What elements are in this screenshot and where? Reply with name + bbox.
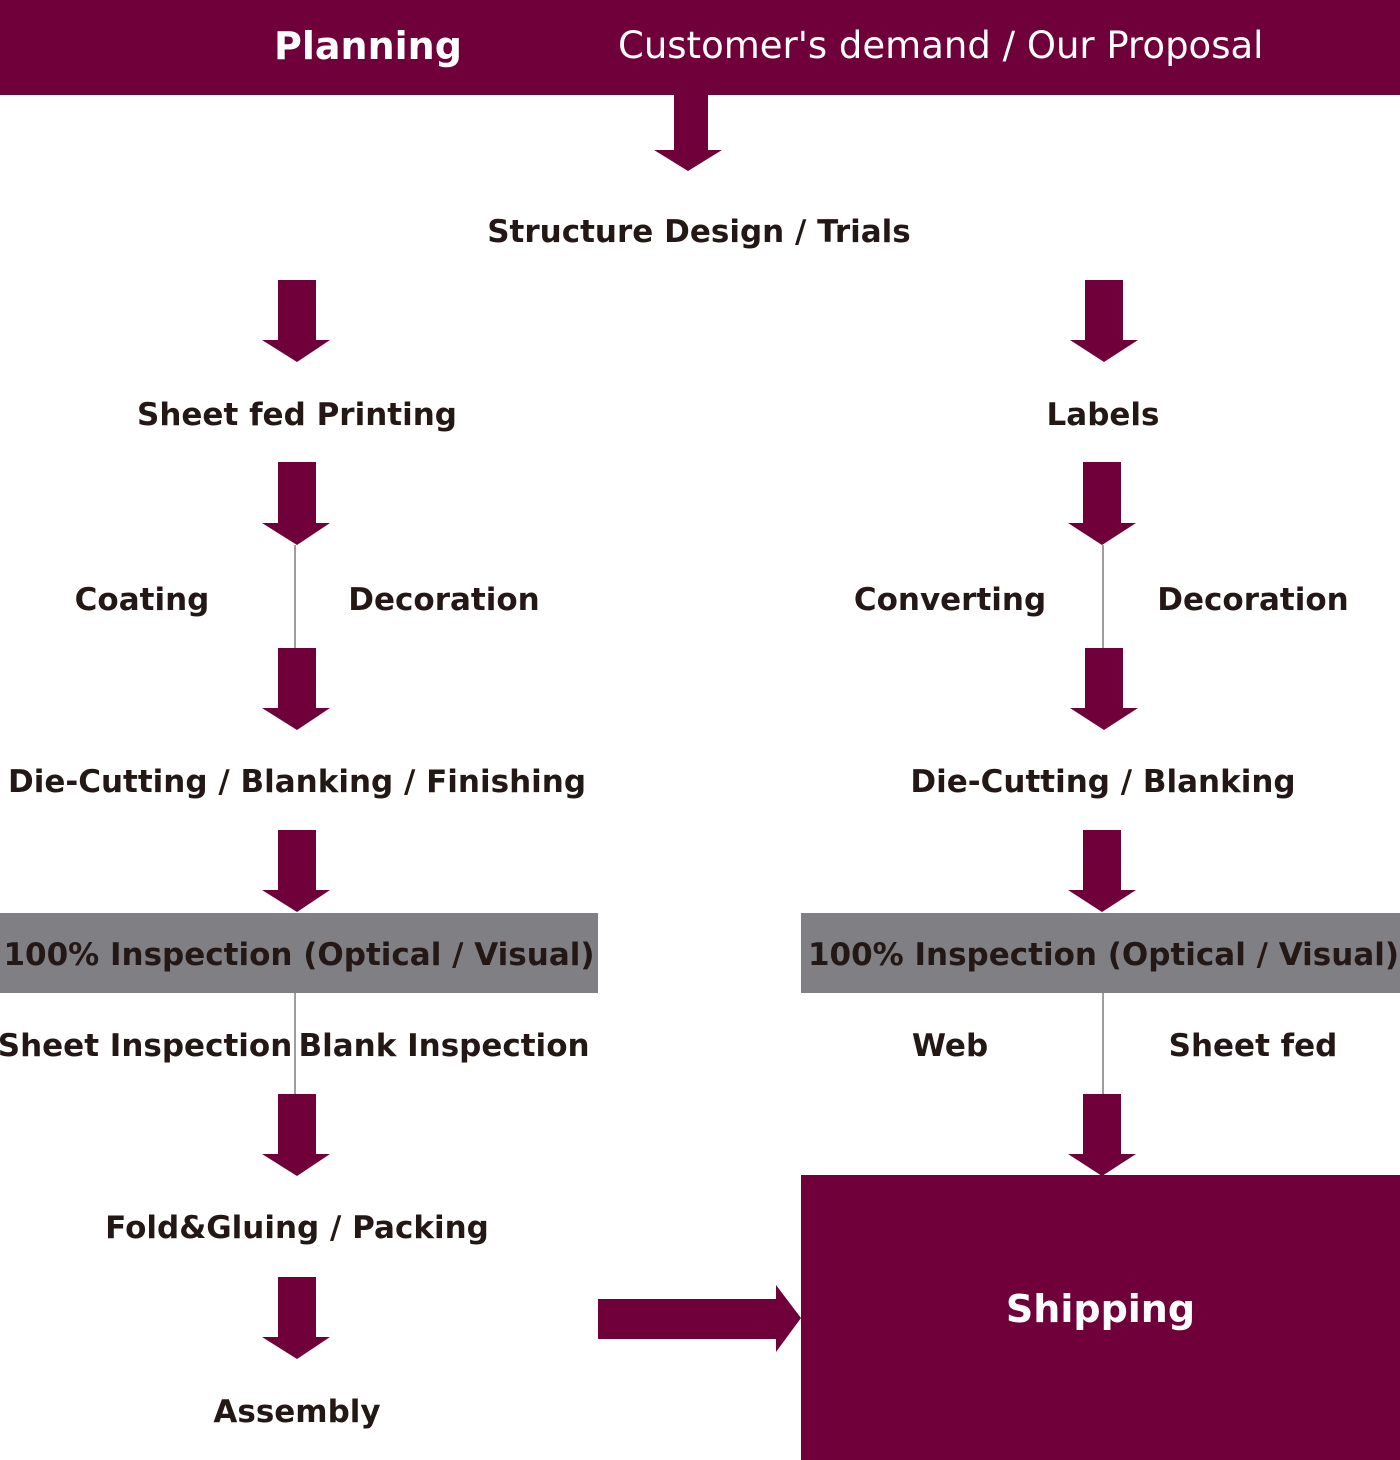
inspection-web: Web xyxy=(911,1028,989,1064)
arrow-down-planning xyxy=(654,95,722,171)
step-assembly: Assembly xyxy=(213,1394,381,1430)
divider-right-inspection xyxy=(1102,993,1104,1094)
option-coating: Coating xyxy=(74,582,210,618)
arrow-down-right-2 xyxy=(1068,462,1136,545)
step-sheet-fed-printing: Sheet fed Printing xyxy=(137,397,457,433)
header-subtitle: Customer's demand / Our Proposal xyxy=(618,24,1264,67)
shipping-label: Shipping xyxy=(1005,1287,1196,1331)
inspection-label-left: 100% Inspection (Optical / Visual) xyxy=(3,937,595,973)
option-decoration-left: Decoration xyxy=(348,582,540,618)
inspection-bar-left: 100% Inspection (Optical / Visual) xyxy=(0,913,598,993)
step-die-cutting-right: Die-Cutting / Blanking xyxy=(910,764,1296,800)
step-labels: Labels xyxy=(1046,397,1160,433)
arrow-down-right-4 xyxy=(1068,830,1136,912)
shipping-box: Shipping xyxy=(801,1175,1400,1460)
arrow-down-left-5 xyxy=(262,1094,330,1176)
option-converting: Converting xyxy=(853,582,1047,618)
step-fold-gluing: Fold&Gluing / Packing xyxy=(105,1210,489,1246)
divider-right-options xyxy=(1102,545,1104,648)
arrow-down-left-3 xyxy=(262,648,330,730)
arrow-down-left-2 xyxy=(262,462,330,545)
arrow-down-left-4 xyxy=(262,830,330,912)
inspection-sheet-fed: Sheet fed xyxy=(1168,1028,1338,1064)
inspection-sheet: Sheet Inspection xyxy=(0,1028,293,1064)
inspection-label-right: 100% Inspection (Optical / Visual) xyxy=(807,937,1400,973)
step-structure-design: Structure Design / Trials xyxy=(487,214,911,250)
header-title: Planning xyxy=(274,24,462,68)
inspection-blank: Blank Inspection xyxy=(298,1028,590,1064)
divider-left-options xyxy=(294,545,296,648)
arrow-down-left-1 xyxy=(262,280,330,362)
header-band: Planning Customer's demand / Our Proposa… xyxy=(0,0,1400,95)
arrow-down-left-6 xyxy=(262,1277,330,1359)
arrow-down-right-1 xyxy=(1070,280,1138,362)
arrow-down-right-5 xyxy=(1068,1094,1136,1176)
option-decoration-right: Decoration xyxy=(1157,582,1349,618)
arrow-right-to-shipping xyxy=(598,1285,801,1352)
divider-left-inspection xyxy=(294,993,296,1094)
arrow-down-right-3 xyxy=(1070,648,1138,730)
inspection-bar-right: 100% Inspection (Optical / Visual) xyxy=(801,913,1400,993)
step-die-cutting-left: Die-Cutting / Blanking / Finishing xyxy=(7,764,587,800)
